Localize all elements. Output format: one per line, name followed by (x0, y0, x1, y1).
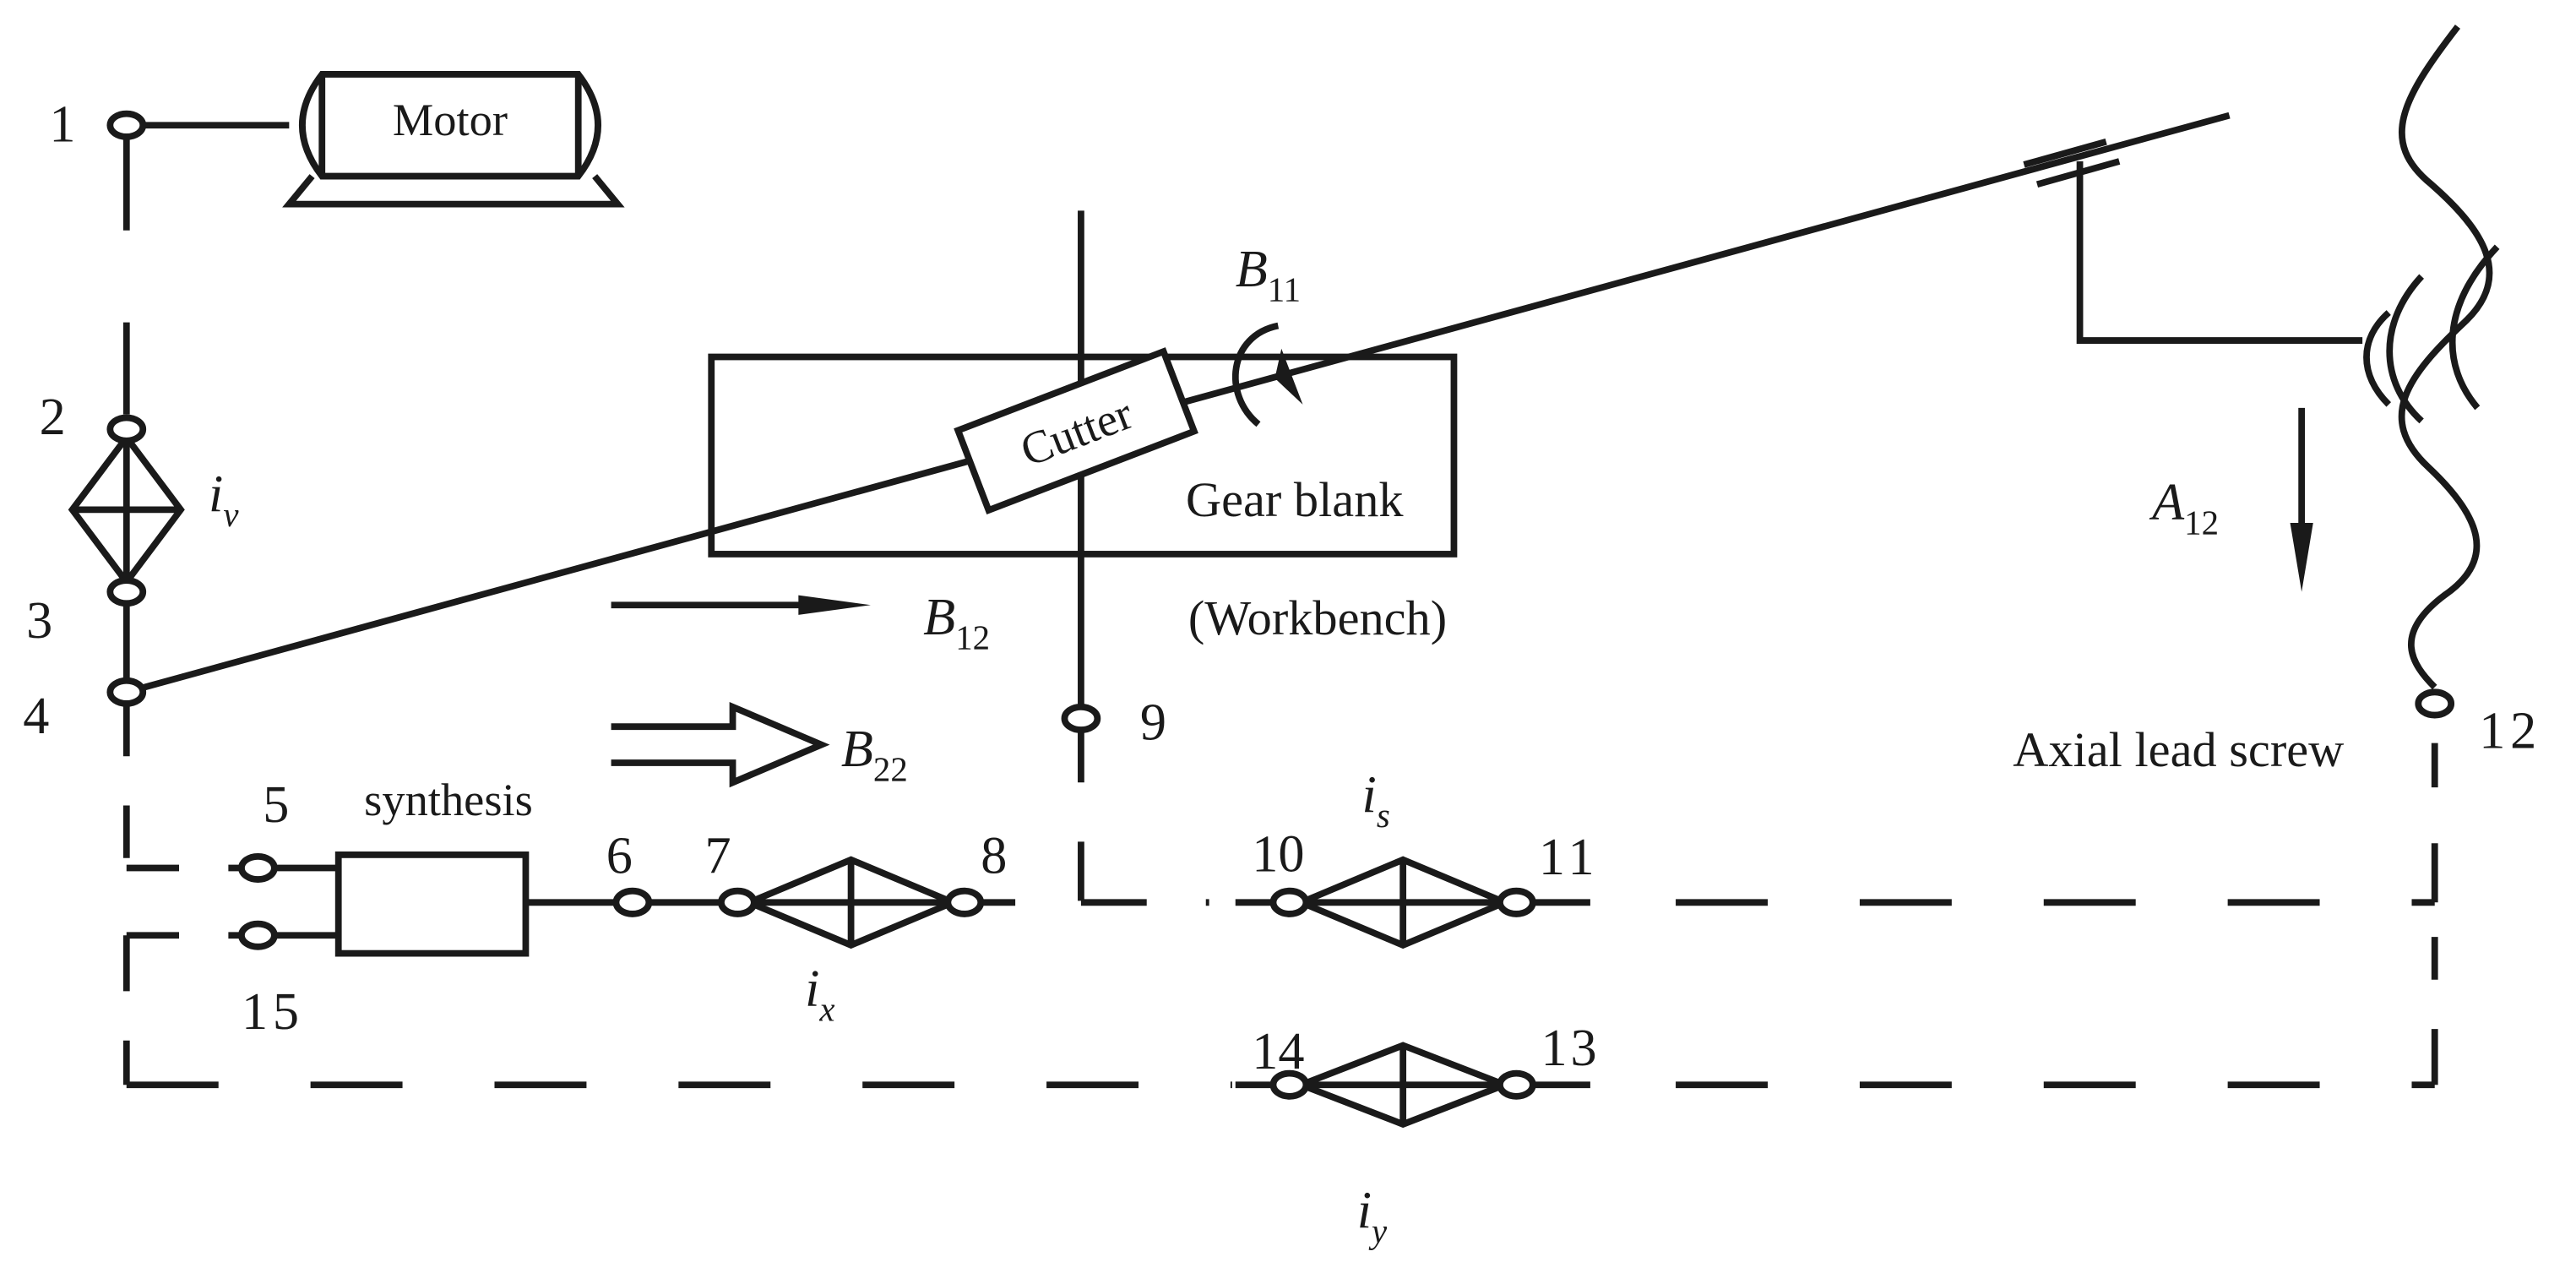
synthesis-block (334, 851, 530, 957)
node-label-12: 12 (2479, 702, 2541, 759)
node-label-13: 13 (1541, 1020, 1600, 1077)
label-a12: A12 (2149, 474, 2219, 542)
label-is: is (1362, 766, 1390, 835)
node-1 (106, 110, 147, 140)
node-label-2: 2 (40, 389, 66, 446)
node-12 (2415, 688, 2455, 719)
nut-arc-3 (2448, 244, 2500, 411)
tool-post-frame (2076, 161, 2363, 344)
node-label-1: 1 (49, 96, 75, 154)
node-11 (1497, 887, 1536, 917)
node-8 (944, 887, 985, 917)
cutter: Cutter (954, 347, 1198, 514)
node-6 (612, 887, 653, 917)
nut-arc-1 (2363, 310, 2392, 407)
node-label-6: 6 (606, 827, 633, 884)
arrow-b12 (611, 595, 871, 615)
label-b12: B12 (923, 589, 990, 657)
gear-blank-label: Gear blank (1186, 472, 1404, 527)
node-2 (106, 414, 147, 444)
label-b11: B11 (1236, 241, 1301, 309)
workbench-label: (Workbench) (1188, 590, 1447, 645)
label-iv: iv (209, 465, 239, 534)
label-b22: B22 (841, 721, 908, 789)
node-label-3: 3 (26, 592, 52, 650)
node-5 (238, 852, 278, 883)
node-label-5: 5 (263, 776, 289, 834)
node-13 (1497, 1069, 1536, 1100)
synthesis-label: synthesis (364, 774, 533, 825)
node-9 (1061, 703, 1101, 733)
gear-ratio-iv (68, 432, 185, 588)
node-14 (1269, 1069, 1310, 1100)
node-label-14: 14 (1252, 1023, 1304, 1080)
gear-ratio-is (1292, 856, 1514, 949)
gear-ratio-iy (1291, 1042, 1514, 1129)
label-iy: iy (1357, 1182, 1388, 1250)
node-label-4: 4 (23, 688, 49, 745)
tool-post-bearing-top (2023, 138, 2107, 168)
gear-ratio-ix (740, 856, 962, 949)
motor-label: Motor (393, 94, 508, 145)
node-label-7: 7 (704, 827, 731, 884)
node-7 (718, 887, 758, 917)
node-label-15: 15 (242, 983, 304, 1041)
node-15 (238, 920, 278, 950)
gear-blank (708, 353, 1458, 558)
label-ix: ix (805, 960, 834, 1029)
rotation-arrow-b11 (1231, 322, 1303, 427)
double-arrow-b22 (611, 701, 830, 788)
arrow-a12 (2290, 407, 2313, 592)
node-label-9: 9 (1140, 694, 1166, 752)
node-label-11: 11 (1539, 829, 1600, 886)
axial-lead-screw-label: Axial lead screw (2013, 722, 2344, 777)
node-3 (106, 577, 147, 607)
node-10 (1269, 887, 1310, 917)
node-label-8: 8 (981, 827, 1007, 884)
lead-screw-profile (2398, 24, 2493, 690)
node-label-10: 10 (1252, 825, 1304, 883)
motor: Motor (282, 71, 625, 208)
node-4 (106, 677, 147, 707)
nut-arc-2 (2386, 274, 2425, 424)
